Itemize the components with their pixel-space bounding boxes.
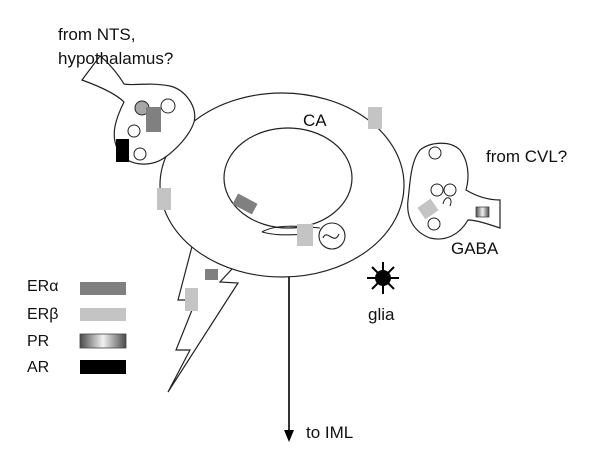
legend-label-pr: PR (27, 333, 49, 350)
legend-swatch-er-alpha (80, 282, 126, 295)
legend-swatch-ar (80, 360, 126, 374)
intracellular-structure (261, 225, 321, 233)
gaba-vesicle (430, 183, 444, 197)
ar-receptor (116, 139, 129, 162)
legend: ERα ERβ PR AR (27, 278, 127, 376)
er-alpha-receptor (146, 107, 161, 132)
label-cvl: from CVL? (486, 147, 567, 166)
nts-vesicle (133, 147, 147, 161)
label-ca: CA (303, 111, 327, 130)
label-nts: from NTS, (58, 25, 135, 44)
label-glia: glia (368, 305, 395, 324)
er-beta-receptor (297, 224, 313, 246)
er-alpha-receptor (232, 193, 258, 215)
gaba-vesicle (428, 146, 442, 160)
nts-vesicle (127, 124, 141, 138)
intracellular-vesicle (318, 222, 346, 250)
glia-star-icon (367, 262, 399, 294)
arrowhead-icon (284, 430, 294, 442)
legend-label-er-alpha: ERα (27, 278, 58, 295)
label-iml: to IML (306, 423, 353, 442)
gaba-vesicle (443, 183, 457, 197)
er-alpha-receptor (205, 269, 218, 280)
legend-swatch-pr (79, 333, 127, 349)
pr-receptor (475, 206, 490, 218)
er-beta-receptor (185, 288, 198, 311)
er-beta-receptor (368, 107, 382, 129)
legend-label-ar: AR (27, 359, 49, 376)
nts-vesicle (160, 98, 176, 114)
gaba-vesicle (427, 217, 441, 231)
legend-swatch-er-beta (80, 308, 126, 321)
er-beta-receptor (417, 198, 439, 220)
label-gaba: GABA (451, 239, 499, 258)
er-beta-receptor (157, 188, 171, 210)
vesicle-curl (322, 233, 340, 239)
legend-label-er-beta: ERβ (27, 306, 58, 323)
gaba-curl (442, 197, 452, 207)
label-hypothalamus: hypothalamus? (58, 49, 173, 68)
ca-nucleus (223, 127, 353, 229)
